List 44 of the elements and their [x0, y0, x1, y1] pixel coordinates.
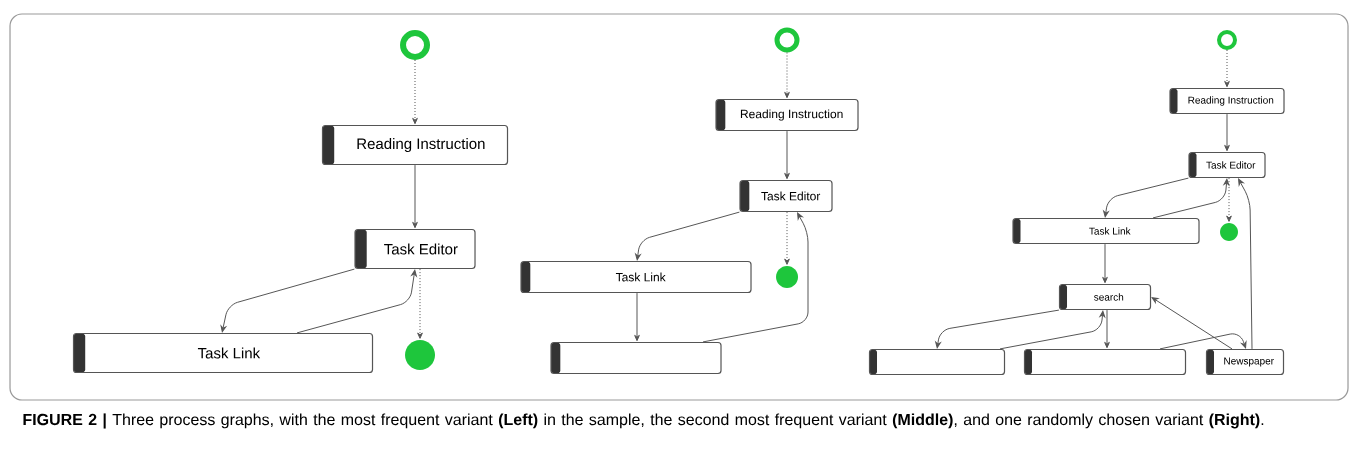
start-circle [400, 30, 430, 60]
start-circle [774, 27, 800, 53]
start-circle [1217, 30, 1237, 50]
arrow [220, 268, 355, 333]
activity-box: Task Editor [1188, 151, 1266, 179]
arrow [999, 310, 1106, 350]
activity-box: Reading Instruction [1169, 87, 1285, 115]
arrow [1102, 243, 1108, 284]
activity-box: Task Link [72, 332, 374, 374]
arrow [1151, 297, 1233, 350]
activity-box [1023, 348, 1187, 376]
arrow [296, 269, 417, 334]
arrow [412, 164, 418, 229]
arrow [417, 268, 423, 339]
activity-box [550, 341, 722, 375]
arrow [1226, 177, 1232, 222]
activity-box: Task Link [1012, 217, 1200, 245]
activity-box [868, 348, 1006, 376]
activity-box: Newspaper [1205, 348, 1285, 376]
arrow [1224, 49, 1230, 88]
arrow [635, 211, 740, 261]
activity-box: Task Editor [354, 228, 476, 270]
arrow [634, 292, 640, 342]
activity-box: Reading Instruction [321, 124, 509, 166]
activity-box: Task Editor [739, 179, 833, 213]
arrow [935, 309, 1060, 349]
activity-box: Reading Instruction [715, 98, 859, 132]
activity-box: search [1058, 283, 1152, 311]
end-circle [1220, 223, 1238, 241]
end-circle [405, 340, 435, 370]
arrow [1103, 177, 1189, 218]
arrow [1224, 113, 1230, 152]
caption: FIGURE 2 | Three process graphs, with the most frequent variant (Left) in the sample, the second most frequent variant (Middle), and one randomly chosen variant (Right). [23, 413, 1264, 429]
arrow [412, 59, 418, 125]
arrow [1152, 178, 1230, 219]
arrow [1238, 178, 1253, 350]
arrow [784, 211, 790, 265]
arrow [702, 212, 809, 343]
end-circle [776, 266, 798, 288]
arrow [784, 130, 790, 180]
activity-box: Task Link [520, 260, 752, 294]
arrow [784, 52, 790, 99]
arrow [1159, 333, 1247, 350]
arrow [1104, 309, 1110, 349]
